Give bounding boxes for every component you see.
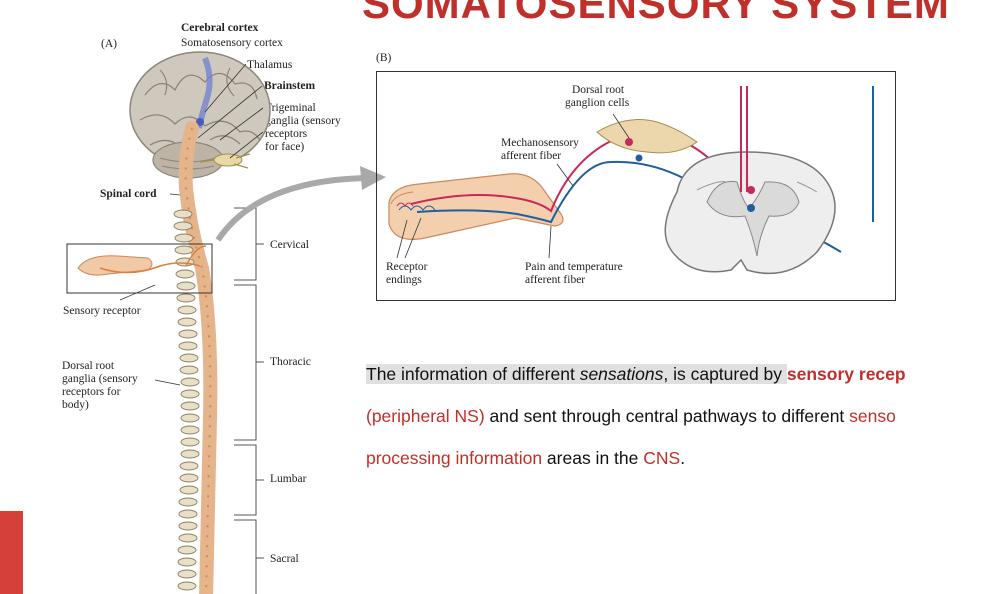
paragraph-line-2: (peripheral NS) and sent through central… — [366, 406, 896, 427]
vertebrae — [173, 209, 200, 591]
label-drg-1: Dorsal root — [572, 84, 625, 96]
label-spinal-cord: Spinal cord — [100, 188, 157, 200]
text-l2-b: and sent through central pathways to dif… — [484, 406, 850, 426]
label-trigeminal-2: ganglia (sensory — [265, 115, 341, 127]
text-l2-sensory: senso — [849, 406, 896, 426]
label-mechano-1: Mechanosensory — [501, 137, 579, 149]
paragraph-line-3: processing information areas in the CNS. — [366, 448, 685, 469]
label-cervical: Cervical — [270, 239, 309, 251]
label-brainstem: Brainstem — [264, 80, 316, 92]
label-dorsal-root-1: Dorsal root — [62, 360, 115, 372]
label-sensory-receptor: Sensory receptor — [63, 305, 141, 317]
label-trigeminal-4: for face) — [265, 141, 305, 153]
text-l2-peripheral-ns: (peripheral NS) — [366, 406, 485, 426]
text-l3-processing: processing information — [366, 448, 543, 468]
label-receptor-2: endings — [386, 274, 422, 286]
label-thalamus: Thalamus — [247, 59, 293, 71]
panel-b-illustration — [388, 86, 874, 275]
text-l1-sensory-receptors: sensory recep — [786, 364, 906, 384]
slide-title: SOMATOSENSORY SYSTEM — [362, 0, 950, 27]
text-l3-b: areas in the — [542, 448, 644, 468]
text-l3-period: . — [680, 448, 686, 468]
text-l1-a: The information of different — [366, 364, 580, 384]
label-pain-2: afferent fiber — [525, 274, 586, 286]
label-dorsal-root-4: body) — [62, 399, 89, 411]
label-thoracic: Thoracic — [270, 356, 311, 368]
label-pain-1: Pain and temperature — [525, 261, 623, 273]
panel-a-illustration — [66, 51, 271, 594]
paragraph-line-1: The information of different sensations,… — [366, 364, 906, 385]
label-lumbar: Lumbar — [270, 473, 307, 485]
text-l1-c: , is captured by — [663, 364, 787, 384]
label-dorsal-root-2: ganglia (sensory — [62, 373, 138, 385]
panel-b-label: (B) — [376, 52, 392, 64]
panel-b: Dorsal root ganglion cells Mechanosensor… — [376, 71, 896, 301]
text-l3-cns: CNS — [643, 448, 681, 468]
label-dorsal-root-3: receptors for — [62, 386, 121, 398]
label-drg-2: ganglion cells — [565, 97, 630, 109]
label-trigeminal-1: Trigeminal — [265, 102, 316, 114]
label-trigeminal-3: receptors — [265, 128, 308, 140]
zoom-arrow — [215, 166, 386, 242]
label-cerebral-cortex: Cerebral cortex — [181, 22, 259, 34]
accent-bar — [0, 511, 23, 594]
label-somatosensory-cortex: Somatosensory cortex — [181, 37, 283, 49]
label-mechano-2: afferent fiber — [501, 150, 562, 162]
label-receptor-1: Receptor — [386, 261, 428, 273]
finger-inset-box — [66, 243, 213, 294]
panel-a-label: (A) — [101, 38, 117, 50]
region-brackets — [234, 207, 264, 594]
text-l1-sensations: sensations — [579, 364, 664, 384]
label-sacral: Sacral — [270, 553, 299, 565]
